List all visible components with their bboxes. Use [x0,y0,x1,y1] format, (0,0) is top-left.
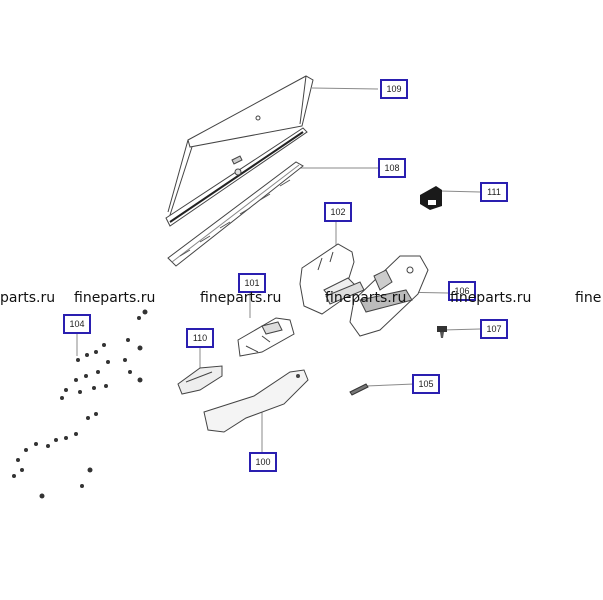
callout-111[interactable]: 111 [480,182,508,202]
callout-105[interactable]: 105 [412,374,440,394]
part-101-bracket [237,317,295,357]
part-109-sunshade [165,75,314,227]
part-104-fasteners [12,309,148,499]
callout-108[interactable]: 108 [378,158,406,178]
callout-110[interactable]: 110 [186,328,214,348]
part-111-bracket [420,186,442,210]
callout-109[interactable]: 109 [380,79,408,99]
callout-106[interactable]: 106 [448,281,476,301]
part-108-rail [167,161,304,267]
watermark-text: fineparts.ru [450,290,532,306]
watermark-text: fineparts.ru [200,290,282,306]
watermark-row: parts.ru fineparts.ru fineparts.ru finep… [0,290,603,310]
watermark-text: fine [575,290,602,306]
watermark-text: fineparts.ru [325,290,407,306]
leader-line-105 [365,383,415,387]
part-110-clip [177,365,223,395]
part-105-strip [349,383,369,396]
leader-line-107 [442,328,481,331]
callout-101[interactable]: 101 [238,273,266,293]
watermark-text: parts.ru [0,290,56,306]
leader-line-109 [311,87,379,90]
part-107-screw [437,326,447,338]
callout-104[interactable]: 104 [63,314,91,334]
part-100-trim [203,369,309,433]
watermark-text: fineparts.ru [74,290,156,306]
callout-100[interactable]: 100 [249,452,277,472]
callout-102[interactable]: 102 [324,202,352,222]
callout-107[interactable]: 107 [480,319,508,339]
leader-line-111 [439,190,481,193]
part-106-panel [349,255,429,337]
